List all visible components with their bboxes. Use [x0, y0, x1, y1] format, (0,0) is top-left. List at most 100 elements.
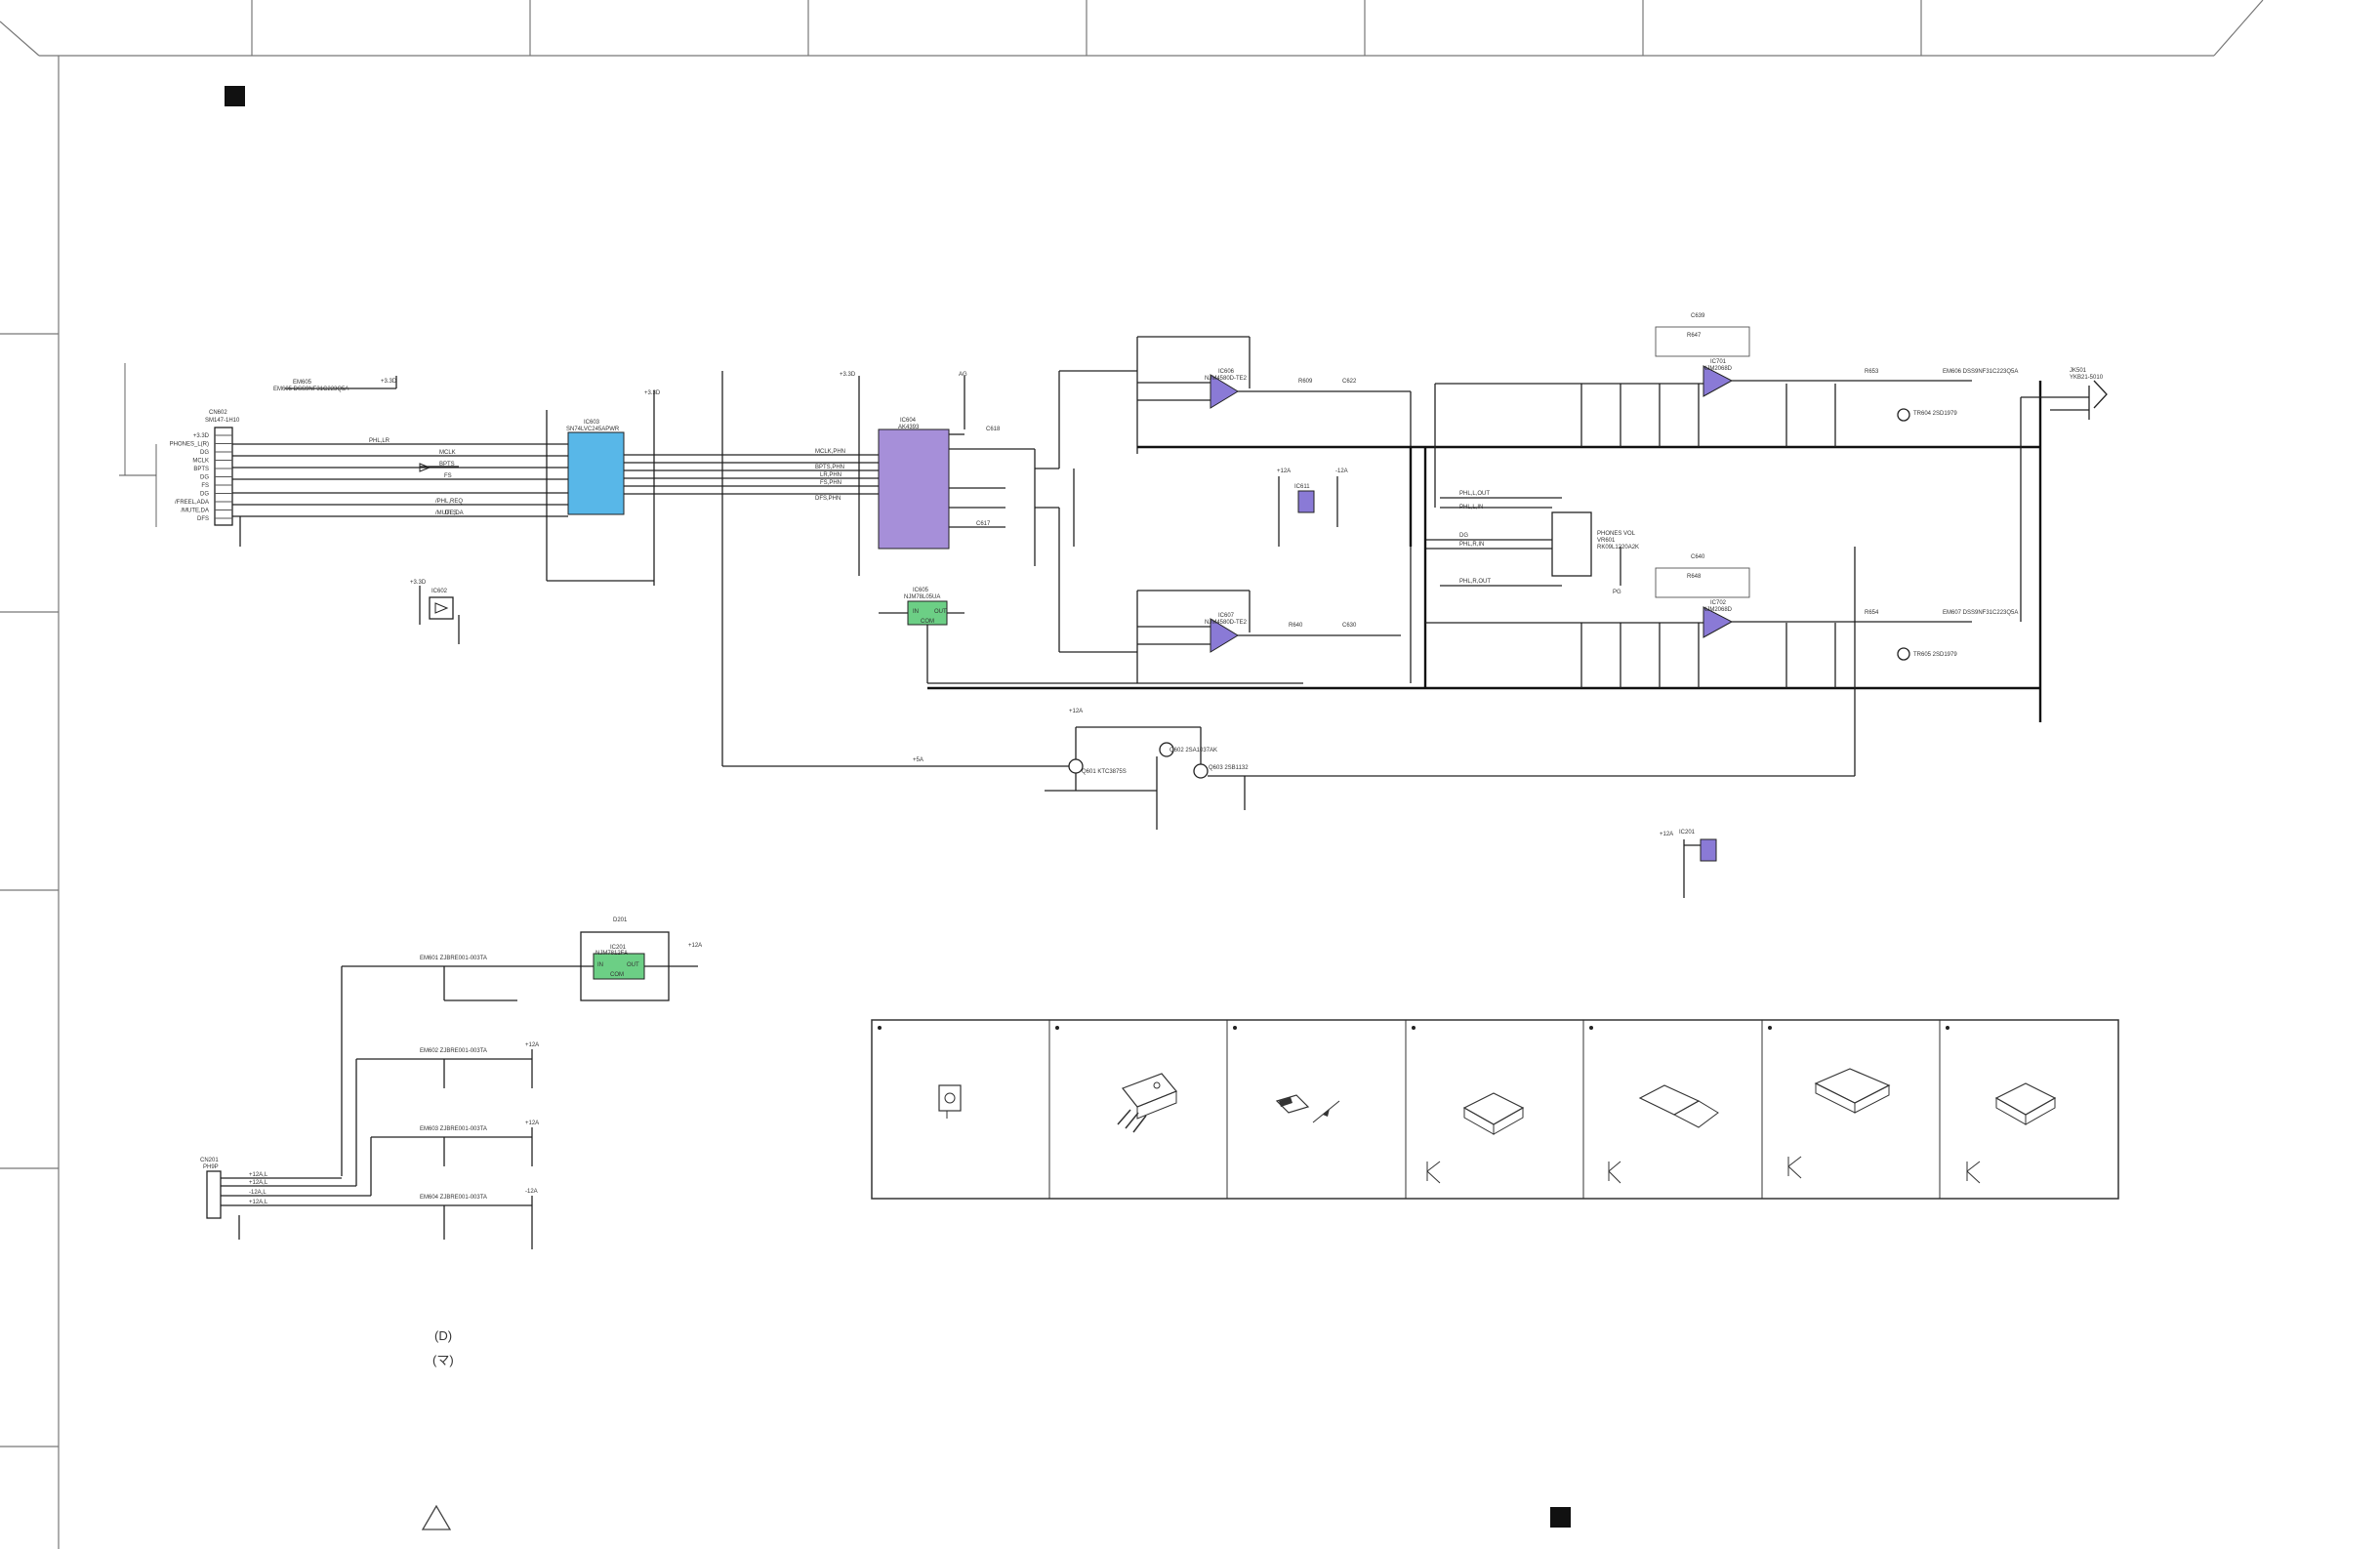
- svg-text:IC604: IC604: [900, 418, 917, 424]
- svg-text:C639: C639: [1691, 313, 1705, 319]
- svg-text:PHL,R,OUT: PHL,R,OUT: [1459, 579, 1491, 585]
- svg-text:IC603: IC603: [584, 420, 600, 426]
- svg-text:+12A: +12A: [525, 1042, 539, 1048]
- svg-text:PH9P: PH9P: [203, 1164, 219, 1170]
- svg-text:EM606 DSS9NF31C223Q5A: EM606 DSS9NF31C223Q5A: [1943, 369, 2018, 375]
- svg-text:R647: R647: [1687, 333, 1702, 339]
- svg-text:OUT: OUT: [934, 609, 947, 615]
- marker-d: (D): [434, 1328, 452, 1343]
- svg-text:IC201: IC201: [1679, 830, 1696, 836]
- connector-pin-label: FS: [201, 483, 209, 489]
- svg-text:COM: COM: [921, 619, 934, 625]
- svg-text:DFS,PHN: DFS,PHN: [815, 496, 841, 502]
- svg-text:NJM4580D-TE2: NJM4580D-TE2: [1205, 376, 1248, 382]
- svg-text:EM607 DSS9NF31C223Q5A: EM607 DSS9NF31C223Q5A: [1943, 610, 2018, 616]
- svg-text:+12A,L: +12A,L: [249, 1180, 268, 1186]
- svg-text:-12A: -12A: [1335, 469, 1348, 474]
- ic609-supply: +12A -12A IC611: [1277, 469, 1348, 547]
- svg-text:EM601 ZJBRE001-003TA: EM601 ZJBRE001-003TA: [420, 956, 487, 961]
- svg-text:TR604 2SD1979: TR604 2SD1979: [1913, 411, 1957, 417]
- sheet-marker-square-bottom: [1550, 1507, 1571, 1528]
- upper-headphone-amp: C639 R647 IC701 NJM2068D R653 EM606 DSS9…: [1434, 313, 2018, 508]
- svg-text:Q601 KTC3875S: Q601 KTC3875S: [1082, 769, 1127, 775]
- connector-pin-label: +3.3D: [193, 433, 210, 439]
- svg-text:FS,PHN: FS,PHN: [820, 480, 841, 486]
- power-supply-section: D201 IN OUT COM IC201 NJM7812FA +12A EM6…: [341, 917, 702, 1249]
- svg-text:+12A,L: +12A,L: [249, 1200, 268, 1205]
- svg-text:BPTS,PHN: BPTS,PHN: [815, 465, 844, 470]
- svg-text:PHL,L,IN: PHL,L,IN: [1459, 505, 1483, 510]
- svg-text:FS: FS: [444, 473, 452, 479]
- svg-text:COM: COM: [610, 972, 624, 978]
- svg-text:C630: C630: [1342, 623, 1357, 629]
- sheet-marker-square-top: [225, 86, 245, 106]
- svg-text:Q603 2SB1132: Q603 2SB1132: [1209, 765, 1249, 771]
- package-dpak-icon: [1787, 1068, 1891, 1179]
- dac-bus-wires: MCLK,PHN BPTS,PHN LR,PHN FS,PHN DFS,PHN: [624, 449, 879, 502]
- ic611-supply: IC201 +12A: [1660, 830, 1717, 898]
- svg-text:IC201: IC201: [610, 945, 627, 951]
- svg-text:+5A: +5A: [913, 757, 923, 763]
- input-bus-wires: PHL,LR MCLK BPTS FS /PHL,REQ /MUTE,DA DF…: [232, 376, 568, 547]
- svg-text:JK501: JK501: [2070, 368, 2087, 374]
- connector-pin-label: /MUTE,DA: [181, 509, 209, 514]
- svg-text:+3.3D: +3.3D: [381, 379, 397, 385]
- marker-ma: (マ): [432, 1353, 454, 1367]
- svg-text:+12A: +12A: [1277, 469, 1291, 474]
- svg-text:+3.3D: +3.3D: [410, 580, 427, 586]
- parts-package-table: [871, 1019, 2119, 1200]
- svg-text:PG: PG: [1613, 590, 1621, 595]
- svg-text:BPTS: BPTS: [439, 462, 455, 468]
- svg-text:R654: R654: [1865, 610, 1879, 616]
- svg-text:+12A: +12A: [1660, 832, 1673, 837]
- svg-text:R640: R640: [1289, 623, 1303, 629]
- svg-text:CN602: CN602: [209, 410, 227, 416]
- svg-text:IC606: IC606: [1218, 369, 1235, 375]
- svg-text:D201: D201: [613, 917, 628, 923]
- connector-pin-label: DG: [200, 492, 209, 498]
- svg-text:NJM78L05UA: NJM78L05UA: [904, 594, 940, 600]
- connector-cn201: CN201 PH9P +12A,L +12A,L -12A,L +12A,L: [200, 1158, 386, 1240]
- svg-text:EM603 ZJBRE001-003TA: EM603 ZJBRE001-003TA: [420, 1126, 487, 1132]
- svg-text:IC607: IC607: [1218, 613, 1235, 619]
- svg-text:C617: C617: [976, 521, 991, 527]
- svg-text:C618: C618: [986, 427, 1001, 432]
- svg-text:OUT: OUT: [627, 962, 639, 968]
- svg-text:IC701: IC701: [1710, 359, 1727, 365]
- svg-text:-12A: -12A: [525, 1189, 538, 1195]
- vr601-volume: PHONES VOL VR601 RK09L1220A2K PHL,L,OUT …: [1425, 491, 1639, 595]
- svg-text:RK09L1220A2K: RK09L1220A2K: [1597, 545, 1639, 550]
- svg-text:SN74LVC245APWR: SN74LVC245APWR: [566, 427, 620, 432]
- svg-text:+3.3D: +3.3D: [644, 390, 661, 396]
- svg-text:NJM7812FA: NJM7812FA: [595, 951, 628, 957]
- warning-triangle-icon: [421, 1504, 452, 1530]
- svg-text:R648: R648: [1687, 574, 1702, 580]
- svg-text:VR601: VR601: [1597, 538, 1616, 544]
- svg-text:IN: IN: [913, 609, 919, 615]
- svg-text:PHL,L,OUT: PHL,L,OUT: [1459, 491, 1490, 497]
- svg-text:-12A,L: -12A,L: [249, 1190, 267, 1196]
- filter-wires: [1035, 370, 1137, 653]
- svg-text:/MUTE,DA: /MUTE,DA: [435, 510, 464, 516]
- svg-text:EM605 DSS9NF31C223Q5A: EM605 DSS9NF31C223Q5A: [273, 387, 349, 392]
- upper-filter-stage: IC606 NJM4580D-TE2 R609 C622: [1136, 336, 1412, 683]
- package-diode-icon: [1275, 1094, 1340, 1123]
- connector-pin-label: DFS: [197, 516, 209, 522]
- svg-text:+12A: +12A: [1069, 709, 1083, 714]
- svg-text:LR,PHN: LR,PHN: [820, 472, 841, 478]
- svg-text:DFS: DFS: [445, 510, 457, 516]
- svg-text:C640: C640: [1691, 554, 1705, 560]
- connector-pin-label: DG: [200, 475, 209, 481]
- connector-pin-label: BPTS: [193, 467, 209, 472]
- svg-text:SM147-1H10: SM147-1H10: [205, 418, 240, 424]
- svg-text:+12A: +12A: [525, 1121, 539, 1126]
- svg-text:MCLK: MCLK: [439, 450, 456, 456]
- svg-text:C622: C622: [1342, 379, 1357, 385]
- svg-text:IC611: IC611: [1294, 484, 1310, 490]
- svg-text:MCLK,PHN: MCLK,PHN: [815, 449, 845, 455]
- svg-text:PHL,LR: PHL,LR: [369, 438, 390, 444]
- package-to220-icon: [1117, 1073, 1177, 1133]
- svg-text:TR605 2SD1979: TR605 2SD1979: [1913, 652, 1957, 658]
- connector-cn602: CN602 SM147-1H10 +3.3DPHONES_L(R)DGMCLKB…: [119, 363, 240, 527]
